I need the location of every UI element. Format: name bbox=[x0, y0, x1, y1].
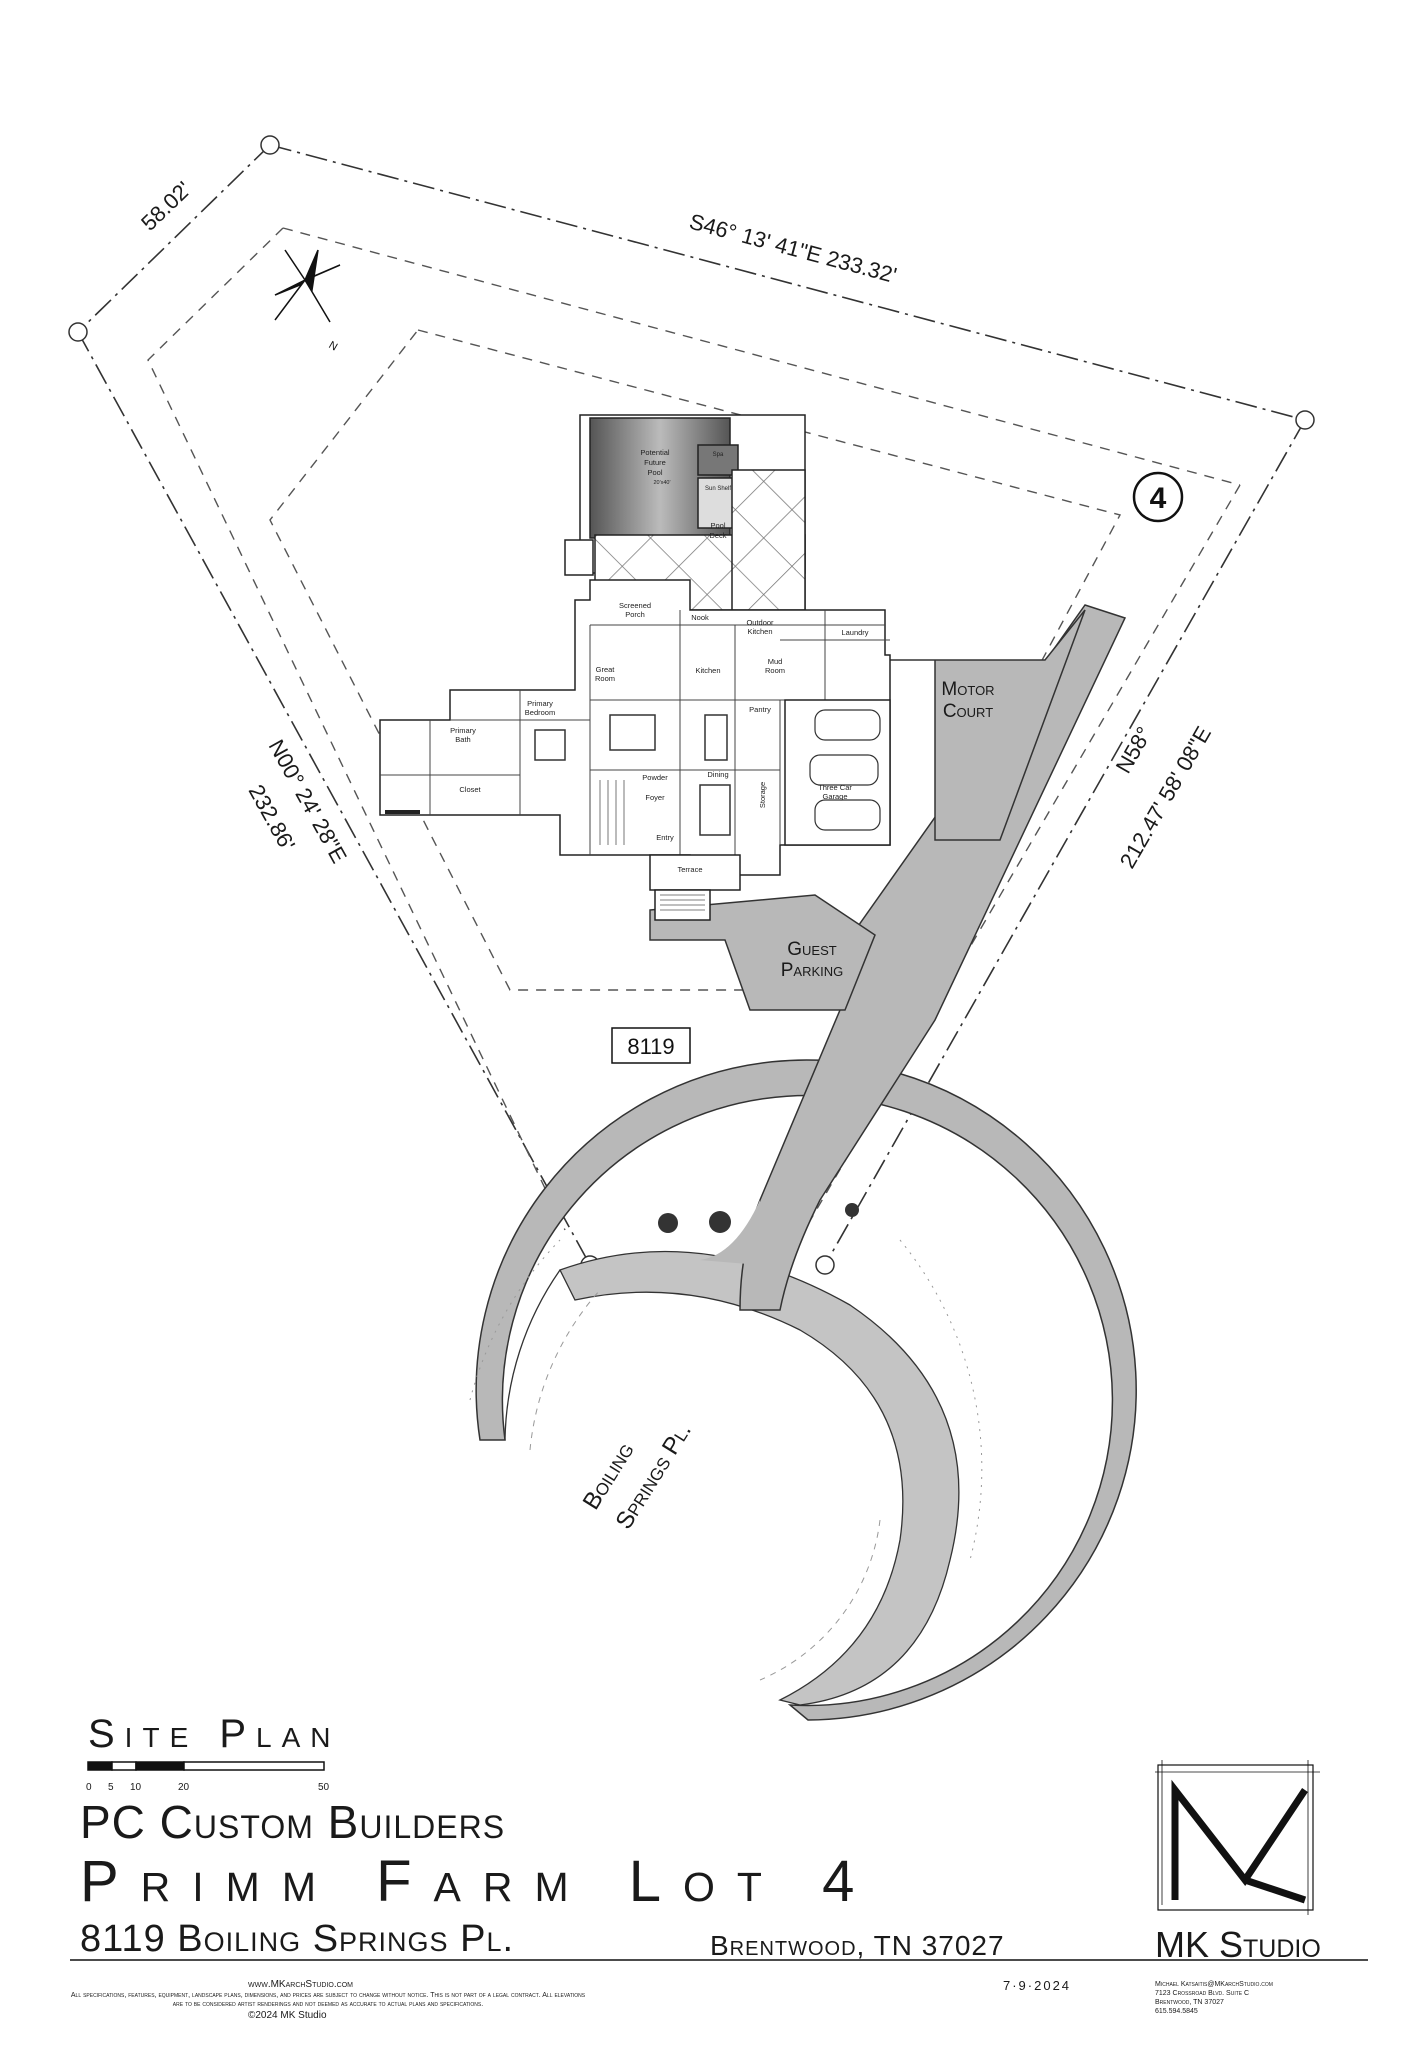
label-spa: Spa bbox=[713, 452, 724, 458]
label-pool: Potential bbox=[640, 448, 670, 457]
label-entry: Entry bbox=[656, 833, 674, 842]
label-guest-parking: Guest bbox=[787, 939, 837, 960]
svg-text:Pool: Pool bbox=[647, 468, 662, 477]
svg-text:Bedroom: Bedroom bbox=[525, 708, 555, 717]
svg-text:Future: Future bbox=[644, 458, 666, 467]
scale-tick-5: 5 bbox=[108, 1782, 114, 1793]
scale-tick-20: 20 bbox=[178, 1782, 190, 1793]
svg-text:Porch: Porch bbox=[625, 610, 645, 619]
lot-number-marker: 4 bbox=[1132, 471, 1184, 523]
studio-website: www.MKarchStudio.com bbox=[248, 1979, 353, 1990]
svg-text:Court: Court bbox=[943, 701, 993, 722]
room-labels: Potential Future Pool 20'x40' Spa Sun Sh… bbox=[450, 448, 869, 874]
label-dining: Dining bbox=[707, 770, 728, 779]
label-mud-room: Mud bbox=[768, 657, 783, 666]
studio-city: Brentwood, TN 37027 bbox=[1155, 1999, 1224, 2006]
house-number-box: 8119 bbox=[611, 1027, 691, 1064]
studio-name: MK Studio bbox=[1155, 1924, 1321, 1965]
svg-text:Deck: Deck bbox=[709, 531, 726, 540]
svg-text:Room: Room bbox=[765, 666, 785, 675]
project-city: Brentwood, TN 37027 bbox=[710, 1930, 1005, 1961]
label-sun-shelf: Sun Shelf bbox=[705, 486, 731, 492]
scale-tick-0: 0 bbox=[86, 1782, 92, 1793]
label-laundry: Laundry bbox=[841, 628, 868, 637]
label-great-room: Great bbox=[596, 665, 616, 674]
driveway bbox=[649, 604, 1127, 1311]
studio-email: Michael Katsaitis@MKarchStudio.com bbox=[1155, 1981, 1273, 1988]
project-name: Primm Farm Lot 4 bbox=[80, 1849, 877, 1914]
label-primary-bath: Primary bbox=[450, 726, 476, 735]
svg-text:Garage: Garage bbox=[822, 792, 847, 801]
scale-bar bbox=[87, 1761, 325, 1771]
label-powder: Powder bbox=[642, 773, 668, 782]
label-closet: Closet bbox=[459, 785, 481, 794]
label-kitchen: Kitchen bbox=[695, 666, 720, 675]
north-arrow-label: N bbox=[327, 339, 340, 353]
project-address: 8119 Boiling Springs Pl. bbox=[80, 1918, 515, 1960]
label-outdoor-kitchen: Outdoor bbox=[746, 618, 774, 627]
label-pantry: Pantry bbox=[749, 705, 771, 714]
scale-tick-10: 10 bbox=[130, 1782, 142, 1793]
sheet-title: Site Plan bbox=[88, 1712, 341, 1756]
label-nook: Nook bbox=[691, 613, 709, 622]
disclaimer: All specifications, features, equipment,… bbox=[70, 1992, 586, 2008]
svg-text:Room: Room bbox=[595, 674, 615, 683]
svg-text:Kitchen: Kitchen bbox=[747, 627, 772, 636]
plan-date: 7·9·2024 bbox=[1003, 1978, 1072, 1993]
label-foyer: Foyer bbox=[645, 793, 665, 802]
label-motor-court: Motor bbox=[941, 679, 994, 700]
studio-contact: Michael Katsaitis@MKarchStudio.com 7123 … bbox=[1155, 1980, 1273, 2016]
svg-text:20'x40': 20'x40' bbox=[653, 480, 670, 486]
label-terrace: Terrace bbox=[677, 865, 702, 874]
mk-logo-icon bbox=[1155, 1760, 1320, 1915]
label-primary-bedroom: Primary bbox=[527, 699, 553, 708]
copyright: ©2024 MK Studio bbox=[248, 2010, 327, 2021]
svg-text:8119: 8119 bbox=[627, 1034, 674, 1059]
svg-text:Bath: Bath bbox=[455, 735, 470, 744]
builder-name: PC Custom Builders bbox=[80, 1796, 506, 1848]
studio-phone: 615.594.5845 bbox=[1155, 2008, 1198, 2015]
label-pool-deck: Pool bbox=[710, 521, 725, 530]
property-boundary bbox=[77, 144, 1306, 1266]
studio-street: 7123 Crossroad Blvd. Suite C bbox=[1155, 1990, 1250, 1997]
svg-text:4: 4 bbox=[1150, 482, 1167, 515]
house-footprint bbox=[379, 414, 891, 921]
label-screened-porch: Screened bbox=[619, 601, 651, 610]
boiling-springs-road bbox=[469, 1059, 1137, 1721]
label-north-edge: S46° 13' 41"E 233.32' bbox=[687, 209, 900, 288]
label-garage: Three Car bbox=[818, 783, 852, 792]
scale-tick-50: 50 bbox=[318, 1782, 330, 1793]
svg-text:Parking: Parking bbox=[781, 960, 844, 981]
north-arrow-icon: N bbox=[274, 249, 341, 354]
label-storage: Storage bbox=[758, 782, 767, 808]
trees bbox=[658, 1203, 859, 1233]
